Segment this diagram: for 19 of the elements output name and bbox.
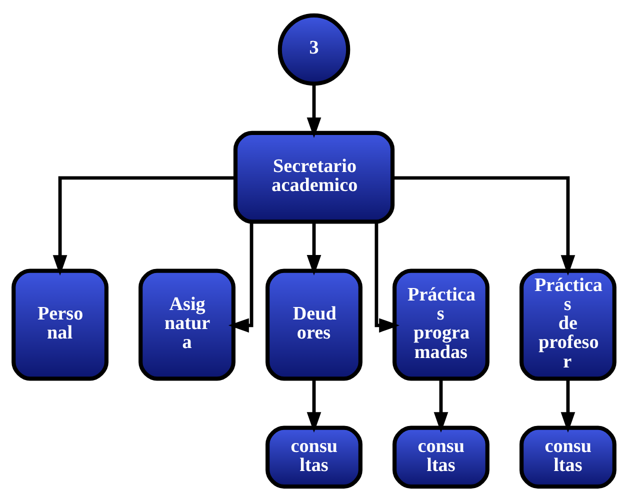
node-box: Práctica s de profeso r — [520, 268, 616, 380]
arrow — [560, 378, 576, 432]
arrow — [374, 221, 400, 332]
node-box: Secretario academico — [233, 130, 395, 224]
arrow — [52, 176, 236, 276]
node-box: Deud ores — [266, 268, 362, 380]
node-box: consu ltas — [520, 425, 616, 488]
arrow — [306, 378, 322, 432]
node-box: Perso nal — [12, 268, 108, 380]
arrow — [306, 83, 322, 138]
arrow — [306, 221, 322, 276]
arrow — [392, 176, 576, 276]
node-box: consu ltas — [392, 425, 490, 488]
node-box: consu ltas — [266, 425, 362, 488]
arrow — [434, 378, 448, 432]
node-box: Práctica s progra madas — [392, 268, 490, 380]
arrow — [228, 221, 254, 332]
node-circle: 3 — [278, 12, 350, 86]
node-box: Asig natur a — [138, 268, 236, 380]
